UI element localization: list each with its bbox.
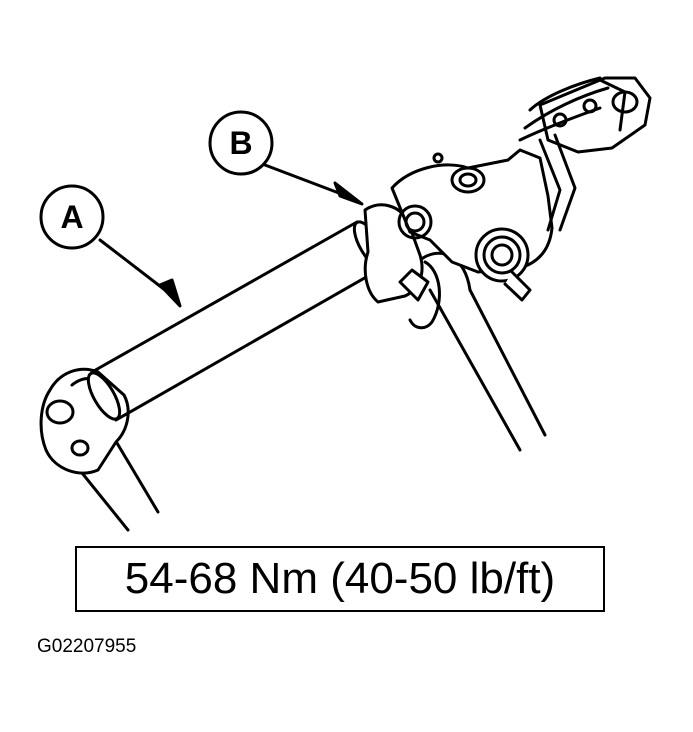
valve-and-lines: [518, 76, 652, 232]
steering-gear-housing: [390, 148, 554, 302]
leader-line-b: [263, 163, 364, 206]
leader-line-a: [98, 238, 182, 308]
callout-circle-a: [39, 184, 105, 250]
lower-left-arm: [76, 436, 160, 532]
callout-circle-b: [208, 110, 274, 176]
tie-rod-tube: [86, 220, 388, 422]
figure-id: G02207955: [37, 636, 137, 657]
torque-spec-text: 54-68 Nm (40-50 lb/ft): [124, 554, 556, 603]
torque-spec-box: 54-68 Nm (40-50 lb/ft): [75, 546, 605, 612]
callout-label-b: B: [229, 125, 253, 161]
callout-label-a: A: [60, 199, 84, 235]
